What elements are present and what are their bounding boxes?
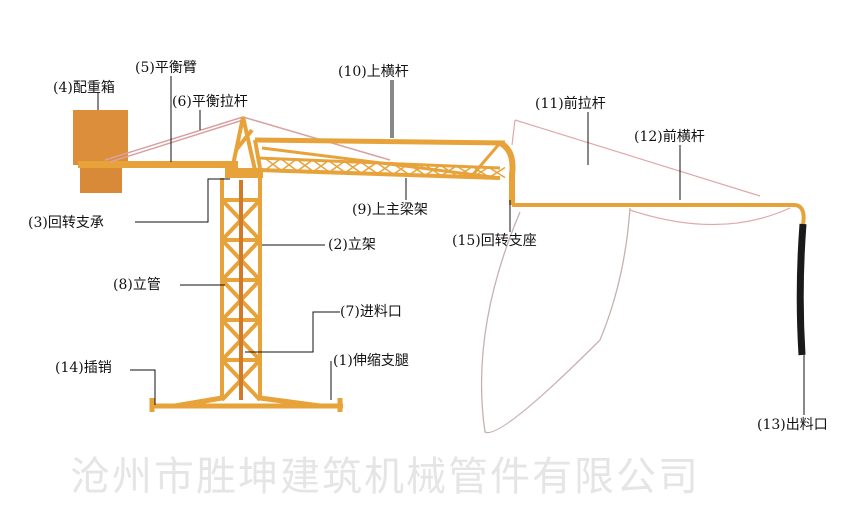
upper-boom-truss [253,137,506,180]
slewing-bearing [225,168,263,178]
truss-diagonal [456,165,474,178]
label-counterweight-box: (4)配重箱 [53,80,115,96]
truss-diagonal [440,164,458,177]
label-balance-arm: (5)平衡臂 [135,60,197,76]
label-inlet: (7)进料口 [340,304,402,320]
discharge-hose [796,223,807,356]
truss-diagonal [376,162,394,175]
label-balance-tie-rod: (6)平衡拉杆 [172,94,248,110]
slewing-seat [498,140,516,205]
label-front-tie-rod: (11)前拉杆 [535,95,606,112]
label-slewing-bearing: (3)回转支承 [28,215,104,231]
balance-arm [78,161,238,168]
truss-diagonal [424,164,442,177]
truss-diagonal [360,161,378,175]
truss-diagonal [408,163,426,176]
truss-diagonal [488,166,506,179]
front-boom [512,203,806,226]
mast-top [230,116,257,171]
truss-diagonal [312,159,330,173]
label-upper-crossbar: (10)上横杆 [338,64,409,80]
truss-diagonal [344,160,362,174]
truss-lattice [264,157,506,179]
truss-diagonal [392,162,410,176]
truss-diagonal [280,158,298,172]
label-upper-main-truss: (9)上主梁架 [352,202,428,218]
leader-lines [97,76,805,415]
label-front-crossbar: (12)前横杆 [634,128,705,145]
truss-diagonal [472,166,490,178]
front-tie-rope [511,119,791,226]
label-outlet: (13)出料口 [757,417,828,433]
label-slewing-seat: (15)回转支座 [452,233,537,249]
truss-diagonal [296,159,314,172]
counterweight-box [73,110,128,193]
watermark: 沧州市胜坤建筑机械管件有限公司 [70,454,700,500]
label-telescopic-legs: (1)伸缩支腿 [333,353,409,369]
label-tower-frame: (2)立架 [328,237,376,253]
hanging-rope [480,207,631,434]
truss-diagonal [264,157,282,171]
label-pin: (14)插销 [55,360,112,376]
telescopic-legs [149,395,343,412]
truss-diagonal [328,160,346,173]
label-vertical-pipe: (8)立管 [113,277,161,293]
